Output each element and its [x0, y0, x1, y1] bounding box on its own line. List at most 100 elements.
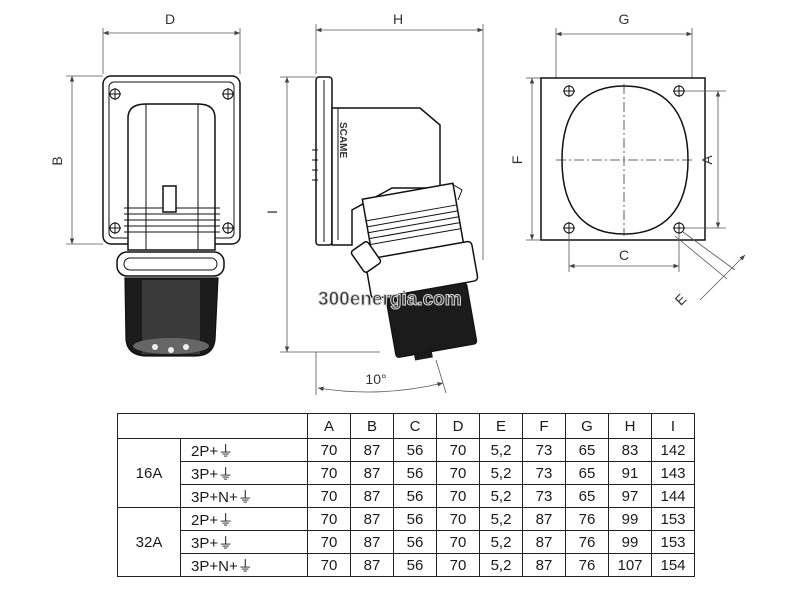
- dimension-f-label: F: [509, 156, 525, 165]
- table-cell: 153: [651, 507, 695, 531]
- table-cell: 87: [350, 530, 394, 554]
- vent-ticks: [312, 149, 318, 181]
- table-cell: 87: [350, 484, 394, 508]
- watermark: 300energia.com: [318, 289, 462, 310]
- column-header-a: A: [307, 413, 351, 439]
- table-cell: 99: [608, 530, 652, 554]
- rear-mounting-holes: [563, 85, 685, 234]
- table-cell: 73: [522, 438, 566, 462]
- angled-barrel: [361, 182, 479, 361]
- column-header-i: I: [651, 413, 695, 439]
- config-label: 3P+N+⏚: [180, 484, 308, 508]
- table-cell: 70: [307, 507, 351, 531]
- table-cell: 65: [565, 438, 609, 462]
- table-cell: 87: [522, 507, 566, 531]
- rating-32a: 32A: [117, 507, 181, 577]
- table-cell: 70: [436, 438, 480, 462]
- table-cell: 5,2: [479, 530, 523, 554]
- table-cell: 154: [651, 553, 695, 577]
- front-view: D B: [49, 11, 241, 357]
- table-cell: 56: [393, 507, 437, 531]
- dimension-a-label: A: [699, 155, 715, 165]
- table-cell: 73: [522, 484, 566, 508]
- table-row: 3P+⏚ 70 87 56 70 5,2 87 76 99 153: [118, 530, 695, 554]
- table-cell: 70: [307, 461, 351, 485]
- table-cell: 65: [565, 461, 609, 485]
- side-view: H I SCAME: [264, 11, 484, 395]
- column-header-g: G: [565, 413, 609, 439]
- side-body: [331, 107, 441, 246]
- table-cell: 87: [522, 553, 566, 577]
- table-cell: 70: [436, 507, 480, 531]
- table-header-row: A B C D E F G H I: [117, 413, 695, 439]
- dimension-h-label: H: [393, 11, 403, 27]
- rating-16a: 16A: [117, 438, 181, 508]
- config-label: 2P+⏚: [180, 507, 308, 531]
- technical-drawing: D B: [49, 11, 746, 395]
- table-cell: 76: [565, 507, 609, 531]
- table-cell: 5,2: [479, 438, 523, 462]
- hinge-tab: [350, 241, 382, 273]
- column-header-d: D: [436, 413, 480, 439]
- mounting-holes: [109, 88, 234, 234]
- table-cell: 99: [608, 507, 652, 531]
- table-cell: 56: [393, 553, 437, 577]
- table-cell: 5,2: [479, 553, 523, 577]
- dimension-i-label: I: [264, 210, 280, 214]
- table-cell: 70: [436, 530, 480, 554]
- column-header-h: H: [608, 413, 652, 439]
- table-row: 16A 2P+⏚ 70 87 56 70 5,2 73 65 83 142: [117, 438, 695, 508]
- table-cell: 56: [393, 438, 437, 462]
- table-cell: 70: [307, 438, 351, 462]
- table-corner: [117, 413, 308, 439]
- dimension-b-label: B: [49, 156, 65, 165]
- table-cell: 70: [436, 461, 480, 485]
- dimension-e-label: E: [672, 291, 690, 309]
- table-row: 32A 2P+⏚ 70 87 56 70 5,2 87 76 99 153: [117, 507, 695, 577]
- dimension-g-label: G: [619, 11, 630, 27]
- table-row: 3P+N+⏚ 70 87 56 70 5,2 87 76 107 154: [118, 553, 695, 577]
- column-header-b: B: [350, 413, 394, 439]
- config-label: 3P+N+⏚: [180, 553, 308, 577]
- table-cell: 87: [350, 438, 394, 462]
- angle-arc: [317, 382, 444, 393]
- barrel-shell: [385, 282, 478, 358]
- table-cell: 76: [565, 553, 609, 577]
- table-cell: 87: [350, 553, 394, 577]
- table-cell: 87: [522, 530, 566, 554]
- config-label: 3P+⏚: [180, 530, 308, 554]
- table-cell: 76: [565, 530, 609, 554]
- column-header-f: F: [522, 413, 566, 439]
- table-cell: 65: [565, 484, 609, 508]
- table-cell: 107: [608, 553, 652, 577]
- table-cell: 70: [307, 553, 351, 577]
- table-cell: 5,2: [479, 461, 523, 485]
- table-cell: 91: [608, 461, 652, 485]
- column-header-e: E: [479, 413, 523, 439]
- table-cell: 56: [393, 530, 437, 554]
- brand-mark: SCAME: [337, 122, 348, 158]
- column-header-c: C: [393, 413, 437, 439]
- table-row: 3P+⏚ 70 87 56 70 5,2 73 65 91 143: [118, 461, 695, 485]
- dimensions-table: A B C D E F G H I 16A 2P+⏚ 70 87 56 70 5…: [117, 413, 695, 577]
- table-cell: 87: [350, 461, 394, 485]
- table-cell: 56: [393, 461, 437, 485]
- table-cell: 56: [393, 484, 437, 508]
- table-cell: 144: [651, 484, 695, 508]
- table-cell: 142: [651, 438, 695, 462]
- rear-view: G F A C E: [509, 11, 746, 309]
- locking-ring: [116, 251, 225, 277]
- config-label: 2P+⏚: [180, 438, 308, 462]
- dimension-d-label: D: [165, 11, 175, 27]
- table-cell: 70: [436, 484, 480, 508]
- table-cell: 87: [350, 507, 394, 531]
- table-cell: 70: [436, 553, 480, 577]
- dimension-c-label: C: [619, 247, 629, 263]
- table-cell: 83: [608, 438, 652, 462]
- table-row: 3P+N+⏚ 70 87 56 70 5,2 73 65 97 144: [118, 484, 695, 508]
- table-cell: 70: [307, 530, 351, 554]
- table-cell: 73: [522, 461, 566, 485]
- inlet-body: [127, 103, 216, 251]
- table-cell: 5,2: [479, 484, 523, 508]
- table-cell: 5,2: [479, 507, 523, 531]
